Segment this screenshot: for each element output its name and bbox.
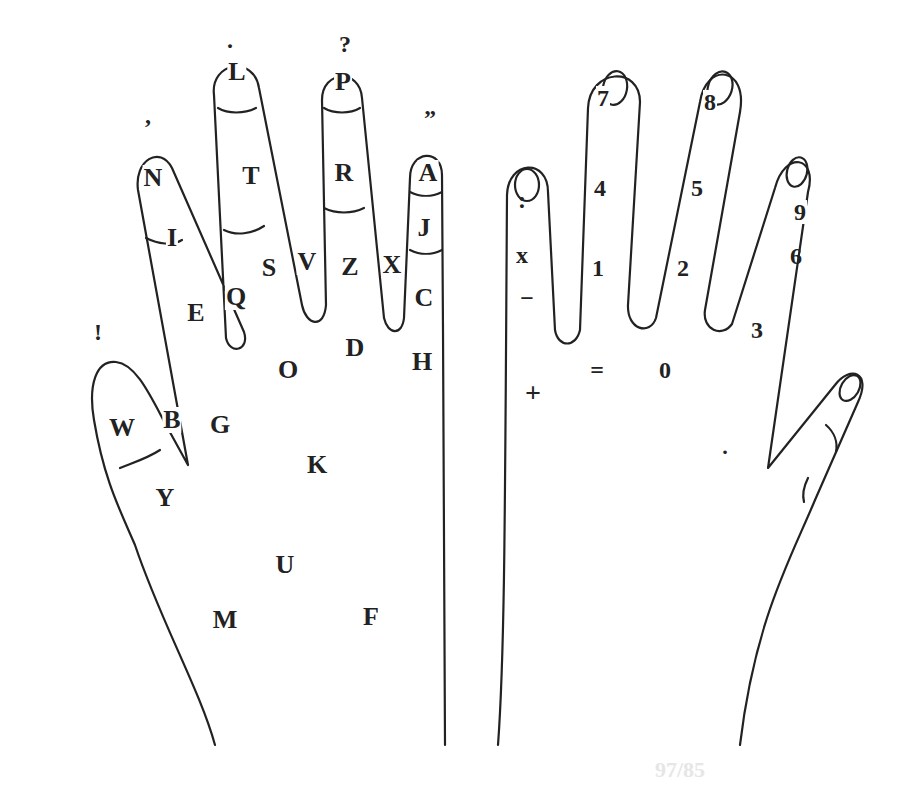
key-label: ! [93,320,103,344]
key-label: O [277,357,299,383]
key-label: F [362,604,380,630]
key-label: I [166,225,178,251]
key-label: 8 [703,90,717,114]
key-label: 0 [658,358,672,382]
key-label: : [517,188,527,212]
finger-joint [410,192,442,196]
key-label: T [241,163,260,189]
key-label: 7 [596,86,610,110]
key-label: . [721,436,729,458]
key-label: E [186,300,205,326]
thumb-joint [803,478,808,502]
key-label: G [209,412,231,438]
key-label: x [515,243,529,267]
key-label: W [108,415,136,441]
key-label: D [345,335,366,361]
key-label: . [226,28,234,52]
finger-joint [410,250,442,254]
key-label: H [411,349,433,375]
key-label: ? [338,32,352,56]
finger-joint [324,208,364,213]
key-label: L [227,59,246,85]
key-label: C [414,285,435,311]
fingernail [835,371,865,404]
key-label: 6 [789,244,803,268]
key-label: N [143,165,164,191]
key-label: K [306,452,328,478]
key-label: 3 [750,318,764,342]
key-label: 2 [676,256,690,280]
fingernail [783,155,810,189]
right-hand-outline [498,75,862,745]
finger-joint [224,226,264,233]
key-label: X [382,252,403,278]
key-label: 4 [593,176,607,200]
finger-joint [218,108,256,113]
key-label: U [275,552,296,578]
key-label: P [334,69,352,95]
key-label: Y [155,485,176,511]
key-label: J [417,215,432,241]
left-hand-outline [92,66,445,745]
key-label: S [261,255,277,281]
key-label: 9 [793,200,807,224]
watermark: 97/85 [654,759,706,781]
key-label: 5 [690,176,704,200]
key-label: ” [423,106,437,130]
key-label: Z [340,254,359,280]
key-label: 1 [591,256,605,280]
finger-joint [324,108,360,113]
key-label: B [162,407,181,433]
key-label: , [144,103,152,127]
key-label: A [418,160,439,186]
key-label: − [519,286,535,310]
key-label: Q [225,284,247,310]
finger-joint [120,450,160,468]
thumb-joint [826,425,837,452]
key-label: R [334,160,355,186]
key-label: V [297,249,318,275]
key-label: M [212,607,239,633]
key-label: + [524,379,542,407]
key-label: = [589,358,605,382]
